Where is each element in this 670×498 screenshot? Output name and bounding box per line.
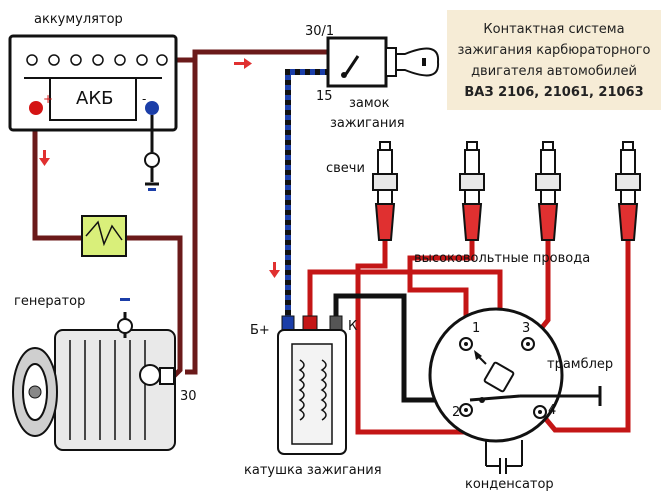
distributor-icon (428, 307, 602, 443)
wire-battery-to-generator (32, 108, 183, 380)
title-box: Контактная система зажигания карбюраторн… (447, 10, 661, 110)
capacitor-icon (485, 440, 523, 474)
ignition-key-icon (326, 36, 440, 88)
coil-b-plus-label: Б+ (250, 323, 270, 338)
battery-label: аккумулятор (34, 12, 123, 27)
lock-label-a: замок (349, 96, 390, 111)
battery-minus: - (142, 92, 146, 106)
wire-lock-to-coil-stripe (285, 69, 335, 318)
battery-body-label: АКБ (76, 88, 113, 109)
flow-arrow-icon (39, 58, 280, 278)
generator-label: генератор (14, 294, 85, 309)
lock-label-30-1: 30/1 (305, 24, 334, 39)
spark-plugs-label: свечи (326, 161, 365, 176)
title-line-2: зажигания карбюраторного (457, 43, 651, 58)
generator-terminal-label: 30 (180, 389, 197, 404)
hv-wire-plug-4 (543, 240, 631, 433)
hv-wire-plug-2 (407, 240, 475, 330)
distributor-terminal-4: 4 (548, 403, 556, 418)
ground-icon (144, 115, 160, 191)
wire-coil-k-to-breaker (333, 293, 470, 403)
coil-label: катушка зажигания (244, 463, 382, 478)
ignition-coil-icon (277, 315, 347, 455)
wire-generator-to-lock (185, 60, 198, 375)
lock-label-15: 15 (316, 89, 333, 104)
spark-plug-icon (372, 141, 641, 241)
title-line-1: Контактная система (483, 22, 625, 37)
hv-wires-label: высоковольтные провода (414, 251, 590, 266)
distributor-terminal-1: 1 (472, 321, 480, 336)
wire-battery-to-lock (170, 49, 335, 63)
distributor-label: трамблер (547, 357, 613, 372)
battery-icon (8, 34, 178, 132)
distributor-terminal-3: 3 (522, 321, 530, 336)
distributor-terminal-2: 2 (452, 405, 460, 420)
capacitor-label: конденсатор (465, 477, 554, 492)
coil-k-label: К (348, 319, 357, 334)
fuse-icon (81, 215, 127, 257)
lock-label-b: зажигания (330, 116, 405, 131)
battery-plus: + (43, 92, 53, 106)
title-line-3: двигателя автомобилей (471, 64, 637, 79)
title-line-4: ВАЗ 2106, 21061, 21063 (464, 85, 644, 100)
generator-icon (12, 298, 176, 451)
